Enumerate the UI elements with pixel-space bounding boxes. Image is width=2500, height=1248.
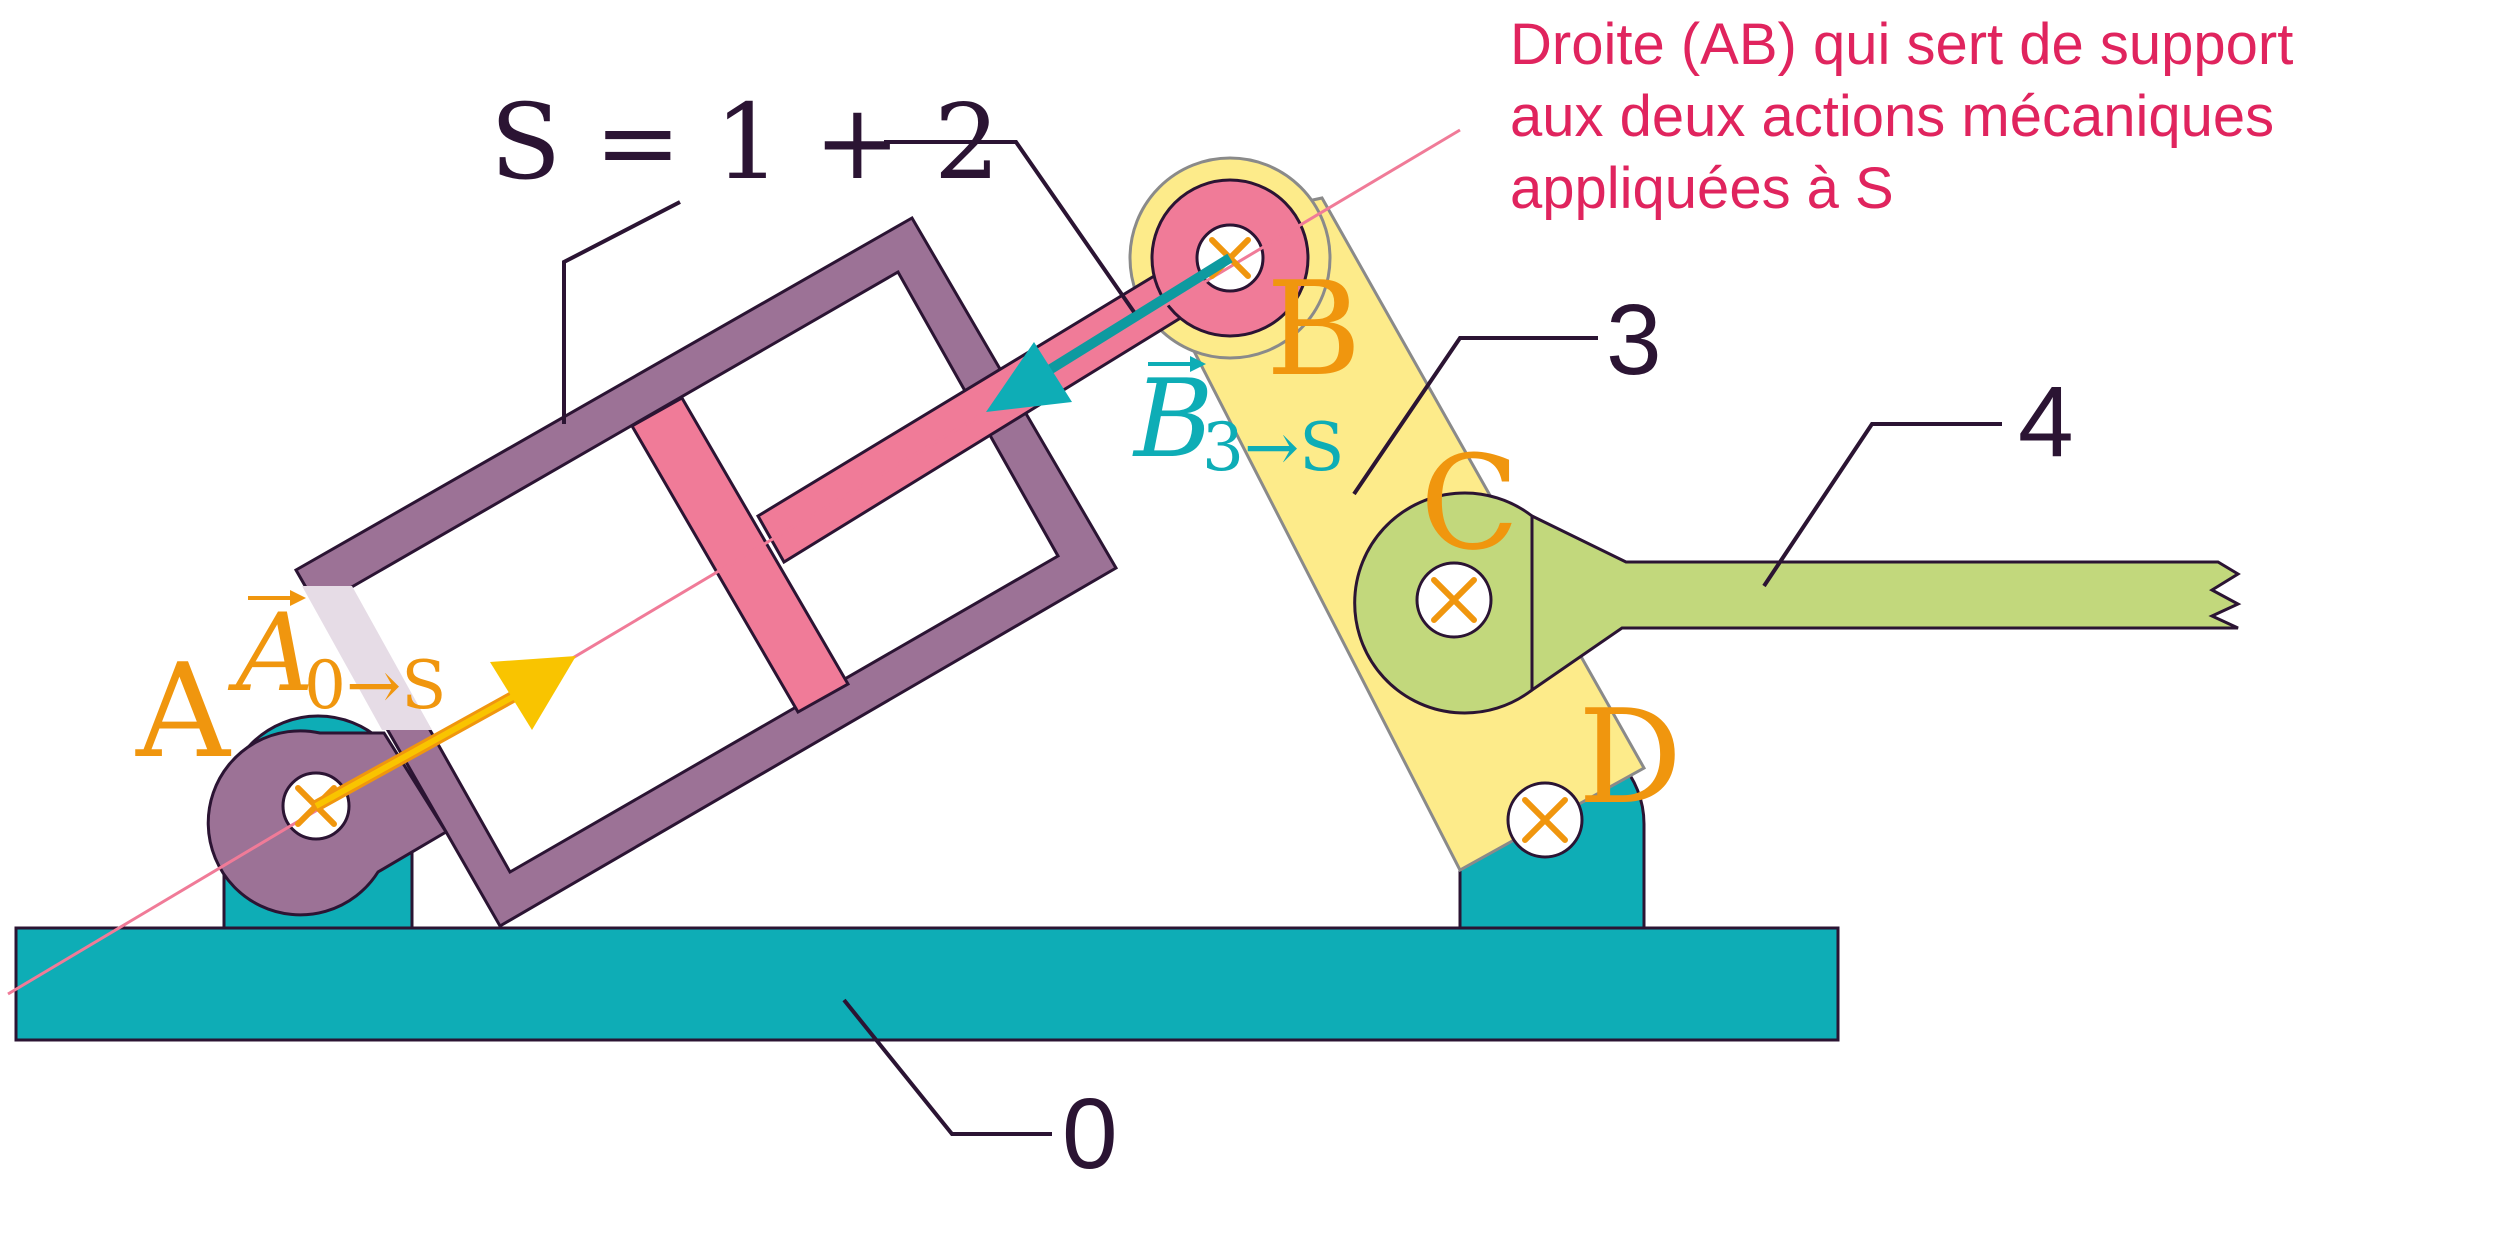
point-label-d: D xyxy=(1578,681,1682,833)
force-a-shaft-highlight xyxy=(314,691,520,809)
force-b-head xyxy=(986,342,1072,412)
force-label-b: B 3→S xyxy=(1132,356,1345,486)
force-b-subscript: 3→S xyxy=(1202,409,1345,486)
force-b-vector-tip xyxy=(1190,356,1206,372)
part-label-4: 4 xyxy=(2018,366,2074,478)
annotation-line-1: Droite (AB) qui sert de support xyxy=(1510,12,2293,77)
annotation-line-3: appliquées à S xyxy=(1510,156,1894,221)
point-label-c: C xyxy=(1420,427,1519,579)
pin-cross-c xyxy=(1431,577,1477,623)
annotation-line-ab: Droite (AB) qui sert de support aux deux… xyxy=(1510,12,2293,221)
leader-arm-4 xyxy=(1762,422,2002,588)
part-label-3: 3 xyxy=(1606,284,1662,396)
base-plate xyxy=(14,926,1840,1042)
piston-head xyxy=(629,395,851,715)
leader-lever-3 xyxy=(1352,336,1598,496)
force-label-a: A 0→S xyxy=(227,590,447,724)
force-a-head xyxy=(490,656,576,730)
cylinder-body-1 xyxy=(206,215,1119,929)
leader-frame-0 xyxy=(842,998,1052,1136)
annotation-line-2: aux deux actions mécaniques xyxy=(1510,84,2274,149)
force-a-letter: A xyxy=(227,591,314,716)
cylinder-bore xyxy=(347,269,1061,875)
part-label-0: 0 xyxy=(1062,1078,1118,1190)
system-label: S = 1 + 2 xyxy=(490,81,1000,203)
point-label-b: B xyxy=(1266,253,1362,405)
force-arrow-a xyxy=(313,656,576,812)
leader-system-s xyxy=(562,200,681,424)
force-arrow-b xyxy=(986,253,1233,412)
force-a-vector-tip xyxy=(290,590,306,606)
force-a-subscript: 0→S xyxy=(304,647,447,724)
leader-lines xyxy=(562,140,2002,1136)
force-b-shaft xyxy=(1043,253,1233,377)
line-ab xyxy=(7,128,1461,996)
arm-body xyxy=(1530,513,2242,693)
pin-cross-d xyxy=(1522,797,1568,843)
point-label-a: A xyxy=(135,635,232,787)
leader-system-s-rod xyxy=(884,140,1136,314)
force-b-letter: B xyxy=(1132,357,1213,482)
piston-rod-2 xyxy=(629,178,1310,715)
cylinder-eye-cut xyxy=(302,586,432,730)
